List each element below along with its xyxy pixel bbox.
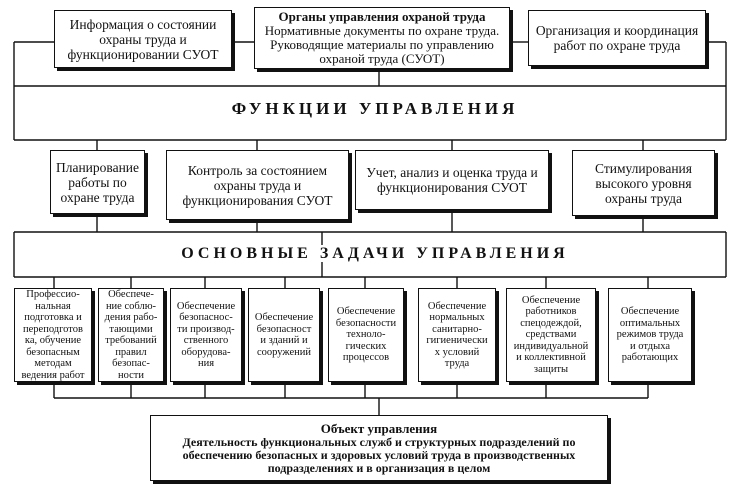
task-training-text: Профессио- нальная подготовка и переподг… (21, 289, 85, 381)
task-compliance-box: Обеспече- ние соблю- дения рабо- тающими… (98, 288, 164, 382)
task-equipment-box: Обеспечение безопаснос- ти производ- ств… (170, 288, 242, 382)
function-accounting-text: Учет, анализ и оценка труда и функционир… (366, 165, 538, 195)
task-protective-text: Обеспечение работников спецодеждой, сред… (513, 294, 589, 375)
info-state-text: Информация о состоянии охраны труда и фу… (67, 16, 219, 62)
task-work-rest-text: Обеспечение оптимальных режимов труда и … (616, 306, 684, 364)
object-box: Объект управления Деятельность функциона… (150, 415, 608, 481)
function-planning-box: Планирование работы по охране труда (50, 150, 145, 214)
object-title: Объект управления (320, 420, 438, 436)
object-text: Деятельность функциональных служб и стру… (182, 434, 576, 475)
organization-box: Организация и координация работ по охран… (528, 10, 706, 66)
task-buildings-box: Обеспечение безопасност и зданий и соору… (248, 288, 320, 382)
task-buildings-text: Обеспечение безопасност и зданий и соору… (254, 312, 314, 358)
task-processes-text: Обеспечение безопасности техноло- гическ… (335, 306, 397, 364)
task-processes-box: Обеспечение безопасности техноло- гическ… (328, 288, 404, 382)
task-compliance-text: Обеспече- ние соблю- дения рабо- тающими… (104, 289, 158, 381)
function-control-box: Контроль за состоянием охраны труда и фу… (166, 150, 349, 220)
management-bodies-title: Органы управления охраной труда (278, 9, 486, 24)
management-bodies-box: Органы управления охраной труда Норматив… (254, 7, 510, 69)
info-state-box: Информация о состоянии охраны труда и фу… (54, 10, 232, 68)
task-sanitary-text: Обеспечение нормальных санитарно- гигиен… (426, 300, 488, 370)
task-sanitary-box: Обеспечение нормальных санитарно- гигиен… (418, 288, 496, 382)
tasks-heading: ОСНОВНЫЕ ЗАДАЧИ УПРАВЛЕНИЯ (0, 243, 750, 265)
task-work-rest-box: Обеспечение оптимальных режимов труда и … (608, 288, 692, 382)
function-planning-text: Планирование работы по охране труда (55, 159, 140, 205)
functions-heading: ФУНКЦИИ УПРАВЛЕНИЯ (0, 98, 750, 120)
task-training-box: Профессио- нальная подготовка и переподг… (14, 288, 92, 382)
task-equipment-text: Обеспечение безопаснос- ти производ- ств… (176, 300, 236, 370)
function-control-text: Контроль за состоянием охраны труда и фу… (182, 162, 333, 208)
task-protective-box: Обеспечение работников спецодеждой, сред… (506, 288, 596, 382)
organization-text: Организация и координация работ по охран… (535, 23, 699, 53)
function-stimulation-text: Стимулирования высокого уровня охраны тр… (595, 160, 692, 206)
function-accounting-box: Учет, анализ и оценка труда и функционир… (355, 150, 549, 210)
management-bodies-text: Нормативные документы по охране труда. Р… (264, 23, 500, 66)
function-stimulation-box: Стимулирования высокого уровня охраны тр… (572, 150, 715, 216)
